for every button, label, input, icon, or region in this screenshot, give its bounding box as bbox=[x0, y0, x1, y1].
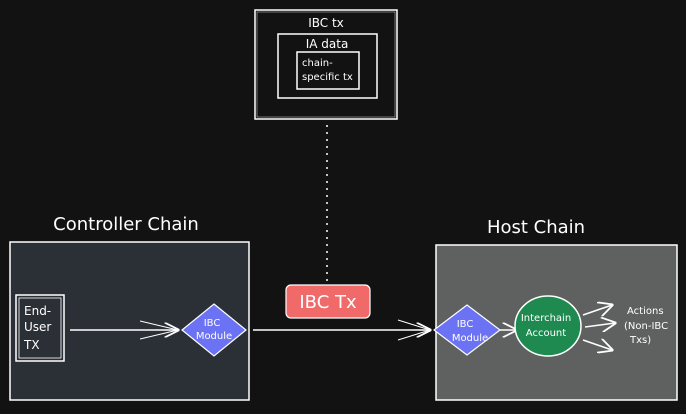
actions-arrows bbox=[582, 305, 615, 350]
chain-specific-tx-box: chain- specific tx bbox=[296, 51, 360, 90]
actions-line2: (Non-IBC bbox=[624, 321, 668, 332]
host-ibc-module-line2: Module bbox=[452, 333, 488, 344]
end-user-tx-line1: End- bbox=[24, 304, 51, 318]
action-arrow-1 bbox=[582, 305, 612, 315]
ibc-tx-box: IBC tx bbox=[254, 9, 398, 120]
end-user-tx-line3: TX bbox=[23, 338, 40, 352]
controller-ibc-module: IBC Module bbox=[181, 303, 247, 357]
end-user-tx-box: End- User TX bbox=[15, 294, 65, 362]
arrow-end-user-barb-bottom bbox=[139, 329, 179, 340]
ia-data-box: IA data bbox=[277, 33, 378, 99]
arrow-link-barb-bottom bbox=[397, 329, 431, 341]
ibc-tx-title: IBC tx bbox=[308, 16, 344, 30]
controller-ibc-module-line2: Module bbox=[196, 331, 232, 342]
arrow-end-user-barb-top bbox=[139, 320, 179, 331]
controller-ibc-module-line1: IBC bbox=[204, 318, 221, 329]
interchain-account-line2: Account bbox=[526, 328, 566, 339]
chain-specific-tx-line1: chain- bbox=[302, 58, 333, 69]
host-chain-label: Host Chain bbox=[487, 217, 585, 238]
controller-chain-label: Controller Chain bbox=[53, 214, 199, 235]
action-arrow-2 bbox=[584, 323, 615, 327]
host-ibc-module-line1: IBC bbox=[457, 319, 474, 330]
chain-specific-tx-line2: specific tx bbox=[302, 72, 353, 83]
ia-data-title: IA data bbox=[306, 37, 349, 51]
ibc-tx-packet: IBC Tx bbox=[285, 284, 371, 319]
end-user-tx-line2: User bbox=[24, 320, 51, 334]
actions-line1: Actions bbox=[627, 306, 664, 317]
interchain-account: Interchain Account bbox=[514, 295, 582, 357]
host-ibc-module: IBC Module bbox=[433, 304, 501, 356]
actions-line3: Txs) bbox=[629, 335, 651, 346]
action-arrow-3 bbox=[582, 340, 612, 350]
actions-label: Actions (Non-IBC Txs) bbox=[624, 306, 668, 346]
interchain-account-line1: Interchain bbox=[521, 313, 571, 324]
arrow-link-barb-top bbox=[397, 319, 431, 331]
ibc-tx-packet-label: IBC Tx bbox=[299, 292, 357, 313]
